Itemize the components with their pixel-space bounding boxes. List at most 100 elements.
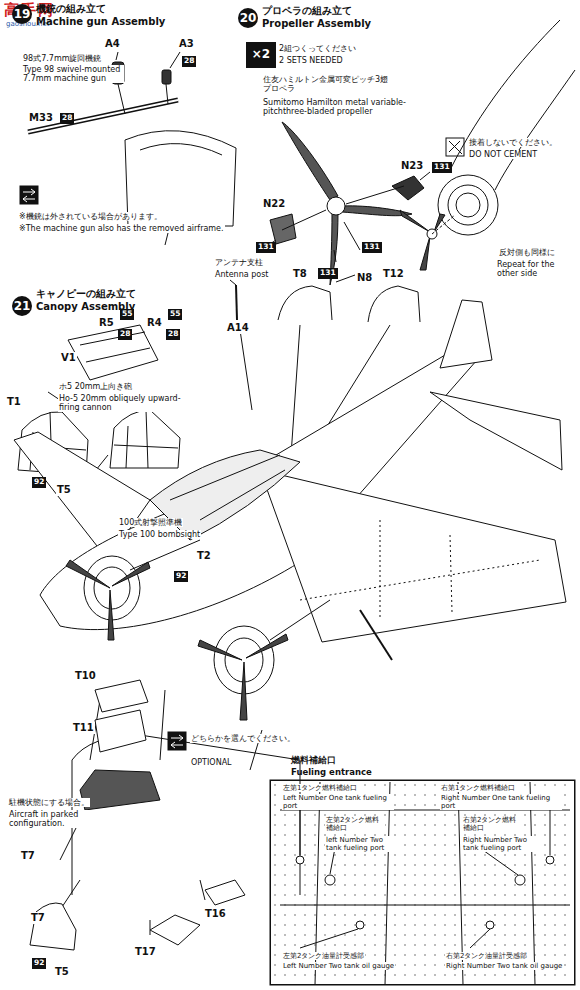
part-number: T1 — [6, 396, 22, 408]
note-text: Type 98 swivel-mounted 7.7mm machine gun — [22, 65, 124, 83]
line-art — [440, 300, 492, 368]
part-number: A14 — [226, 322, 250, 334]
part-number: N8 — [356, 272, 373, 284]
part-number: T5 — [54, 966, 70, 978]
line-art — [400, 210, 445, 270]
part-number: T11 — [72, 722, 95, 734]
line-art — [546, 856, 554, 864]
note-text: DO NOT CEMENT — [468, 150, 538, 159]
note-text: 反対側も同様に — [498, 248, 556, 257]
step-heading: Machine gun Assembly — [36, 16, 165, 28]
note-text: 接着しないでください。 — [468, 138, 558, 147]
fueling-label: Right Number Two tank fueling port — [462, 836, 544, 852]
line-art — [327, 197, 345, 215]
line-art — [356, 921, 364, 929]
line-art — [28, 100, 178, 132]
line-art — [95, 680, 148, 752]
line-art — [116, 52, 180, 114]
line-art — [368, 286, 420, 322]
fueling-label: 右第2タンク油量計受感部 — [445, 952, 528, 960]
fueling-label: left Number Two tank fueling port — [325, 836, 397, 852]
part-number: T7 — [30, 912, 46, 924]
fueling-label: 右第1タンク燃料補給口 — [440, 784, 516, 792]
paint-code: 131 — [256, 242, 276, 253]
note-text: 100式射撃照準機 — [118, 518, 183, 527]
line-art — [278, 286, 332, 320]
line-art — [456, 193, 480, 217]
note-text: 住友ハミルトン金属可変ピッチ3翅プロペラ — [262, 75, 394, 93]
part-number: T12 — [382, 268, 405, 280]
line-art — [296, 856, 304, 864]
part-number: T17 — [134, 946, 157, 958]
note-text: Type 100 bombsight — [118, 530, 201, 539]
paint-code: 28 — [118, 329, 132, 340]
fueling-label: 左第2タンク油量計受感部 — [282, 952, 365, 960]
fueling-label: Left Number Two tank oil gauge — [282, 962, 395, 970]
line-art — [446, 138, 464, 156]
fueling-label: Right Number Two tank oil gauge — [445, 962, 563, 970]
part-number: T7 — [20, 850, 36, 862]
part-number: N23 — [400, 160, 424, 172]
aircraft — [14, 300, 566, 720]
note-text: Antenna post — [214, 270, 269, 279]
note-text: 98式7.7mm旋回機銃 — [22, 54, 103, 63]
note-text: OPTIONAL — [190, 758, 233, 767]
line-art — [300, 806, 550, 948]
fueling-label: Right Number One tank fueling port — [440, 794, 562, 810]
line-art — [360, 610, 392, 660]
line-art — [66, 560, 150, 640]
note-text: アンテナ支柱 — [214, 258, 264, 267]
line-art — [430, 392, 562, 470]
part-number: A3 — [178, 38, 195, 50]
line-art — [280, 782, 570, 985]
line-art — [170, 455, 285, 520]
paint-code: 131 — [432, 162, 452, 173]
line-art — [20, 186, 38, 204]
line-art — [448, 185, 488, 225]
part-number: M33 — [28, 112, 54, 124]
step-heading: キャノピーの組み立て — [36, 288, 136, 300]
paint-code: 131 — [362, 242, 382, 253]
line-art — [236, 285, 237, 320]
line-art — [438, 175, 498, 235]
note-text: 2 SETS NEEDED — [278, 56, 344, 65]
paint-code: 55 — [120, 309, 134, 320]
sets-needed-box: ×2 — [246, 42, 276, 68]
note-text: ※The machine gun also has the removed ai… — [18, 224, 225, 233]
line-art — [28, 100, 178, 132]
line-art — [282, 122, 338, 200]
panel-heading: Fueling entrance — [291, 767, 372, 777]
part-number: T2 — [196, 550, 212, 562]
step-heading: Propeller Assembly — [262, 18, 371, 30]
part-number: R4 — [146, 317, 163, 329]
line-art — [450, 20, 560, 170]
note-text: Sumitomo Hamilton metal variable-pitchth… — [262, 98, 414, 116]
no-cement-icon — [446, 138, 464, 156]
part-number: V1 — [60, 352, 77, 364]
fueling-label: Left Number One tank fueling port — [282, 794, 394, 810]
count-mark: ×2 — [246, 47, 276, 61]
note-text: どちらかを選んでください。 — [190, 734, 304, 743]
fueling-label: 左第2タンク燃料補給口 — [325, 816, 385, 832]
paint-code: 92 — [174, 571, 188, 582]
paint-code: 28 — [166, 329, 180, 340]
paint-code: 92 — [32, 477, 46, 488]
step-number: 19 — [12, 4, 32, 24]
line-art — [449, 141, 462, 154]
line-art — [72, 735, 300, 895]
line-art — [495, 70, 575, 190]
paint-code: 28 — [182, 56, 196, 67]
line-art — [270, 780, 575, 985]
line-art — [130, 540, 330, 640]
step-number: 21 — [12, 296, 32, 316]
line-art — [68, 325, 158, 380]
line-art — [30, 903, 76, 950]
line-art — [140, 144, 222, 155]
line-art — [60, 810, 205, 935]
line-art — [114, 410, 178, 468]
line-art — [486, 921, 494, 929]
note-text: 2組つくってください — [278, 44, 357, 53]
part-number: R5 — [98, 317, 115, 329]
line-art — [515, 875, 525, 885]
fueling-label: 右第2タンク燃料補給口 — [462, 816, 522, 832]
